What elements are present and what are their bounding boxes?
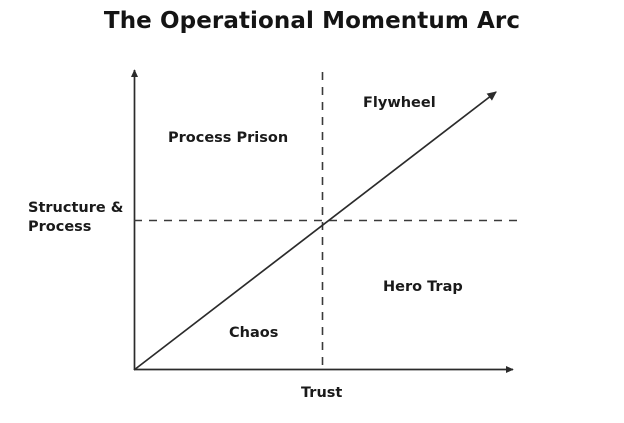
quadrant-label-flywheel: Flywheel [363, 95, 436, 111]
momentum-arc-arrow [133, 91, 497, 371]
quadrant-label-chaos: Chaos [229, 325, 279, 341]
y-axis-label-line-1: Structure & [28, 200, 124, 216]
y-axis-label: Structure & Process [28, 199, 123, 237]
quadrant-label-hero-trap: Hero Trap [383, 279, 463, 295]
quadrant-label-process-prison: Process Prison [168, 130, 289, 146]
x-axis-label: Trust [301, 385, 343, 401]
page-title: The Operational Momentum Arc [103, 8, 521, 34]
y-axis-label-line-2: Process [28, 219, 92, 235]
